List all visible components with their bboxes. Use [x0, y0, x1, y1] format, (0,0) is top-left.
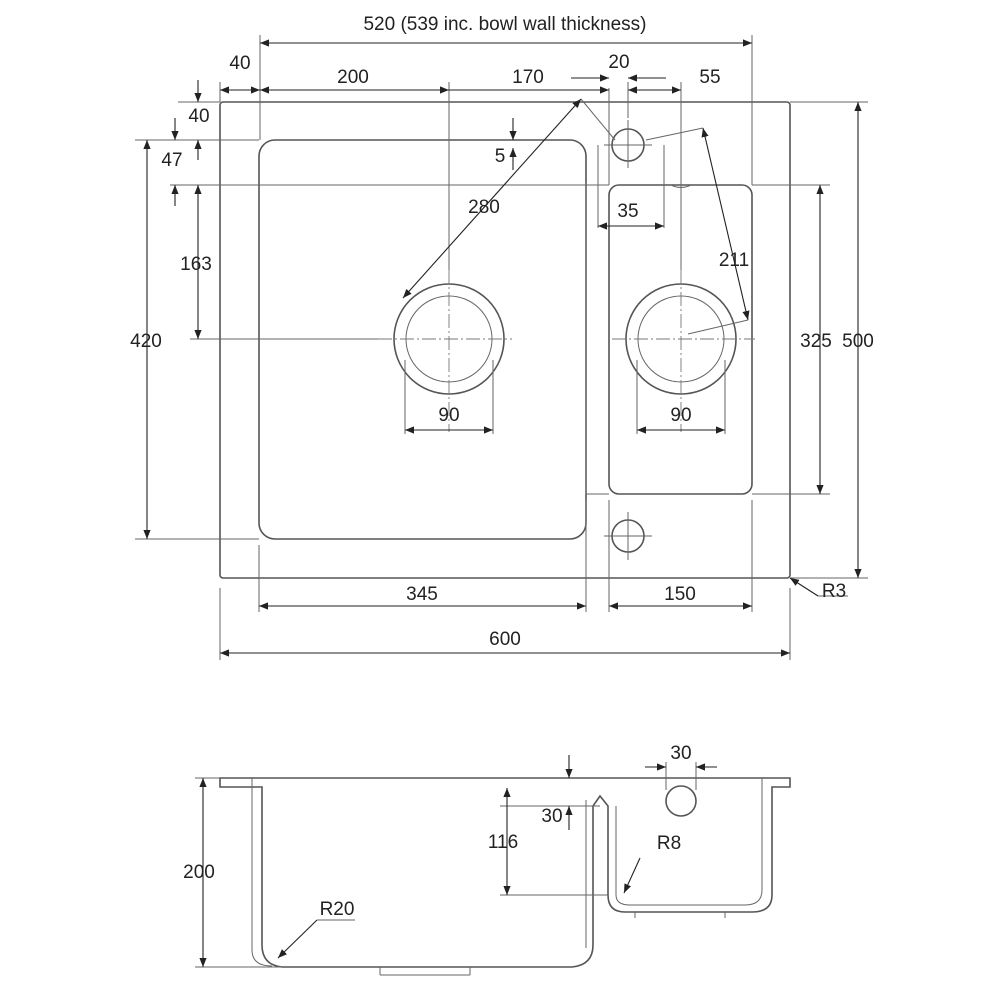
label-40-top: 40 [188, 106, 209, 127]
label-90-small: 90 [670, 405, 691, 426]
plan-view [135, 35, 868, 660]
label-r8: R8 [657, 833, 681, 854]
label-30-side: 30 [541, 806, 562, 827]
label-500: 500 [842, 331, 874, 352]
label-20: 20 [608, 52, 629, 73]
sink-outline [219, 101, 791, 579]
label-170: 170 [512, 67, 544, 88]
label-163: 163 [180, 254, 212, 275]
label-r20: R20 [320, 899, 355, 920]
label-211: 211 [719, 250, 749, 271]
label-420: 420 [130, 331, 162, 352]
label-55: 55 [699, 67, 720, 88]
label-600: 600 [489, 629, 521, 650]
tap-hole-top [604, 120, 652, 168]
label-116: 116 [488, 832, 518, 853]
label-325: 325 [800, 331, 832, 352]
label-150: 150 [664, 584, 696, 605]
dim-r20 [277, 919, 318, 959]
tap-hole-section [665, 785, 697, 817]
label-280: 280 [468, 197, 500, 218]
label-345: 345 [406, 584, 438, 605]
label-200: 200 [337, 67, 369, 88]
label-5: 5 [495, 146, 506, 167]
tap-hole-bottom [604, 512, 652, 560]
dim-280 [402, 98, 582, 299]
label-35: 35 [617, 201, 638, 222]
label-47: 47 [161, 150, 182, 171]
label-40-left: 40 [229, 53, 250, 74]
label-200-section: 200 [183, 862, 215, 883]
small-waste [612, 270, 755, 432]
label-r3: R3 [822, 581, 846, 602]
label-520: 520 (539 inc. bowl wall thickness) [363, 14, 646, 35]
dim-r8 [623, 857, 641, 894]
label-30-hole: 30 [670, 743, 691, 764]
dim-211 [701, 127, 750, 321]
section-outline [219, 777, 791, 968]
section-view [195, 755, 791, 976]
dim-r3 [789, 577, 819, 597]
label-90-main: 90 [438, 405, 459, 426]
